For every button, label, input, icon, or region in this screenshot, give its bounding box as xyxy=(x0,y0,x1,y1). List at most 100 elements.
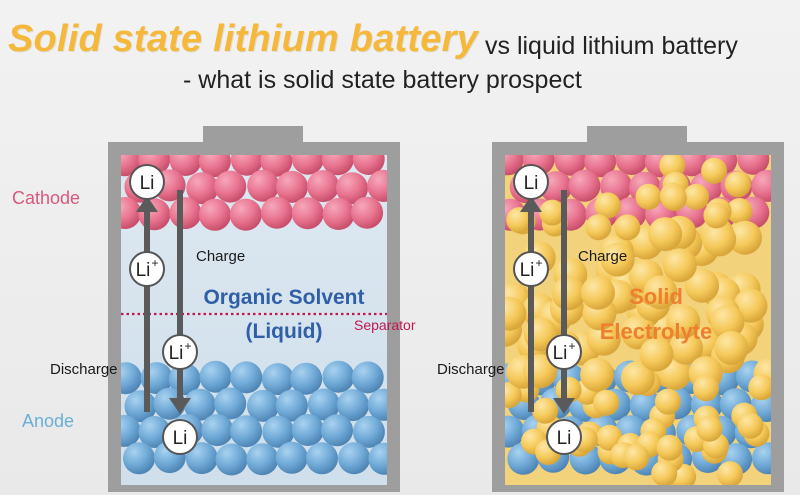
particle xyxy=(554,155,587,176)
svg-text:+: + xyxy=(535,256,542,270)
particle xyxy=(291,197,324,230)
svg-text:Li: Li xyxy=(520,260,535,281)
particle xyxy=(321,155,354,176)
liquid-anode-particles xyxy=(121,360,387,476)
particle xyxy=(737,155,770,175)
particle xyxy=(322,360,355,393)
particle xyxy=(751,169,771,202)
discharge-arrow-shaft xyxy=(528,200,534,412)
anode-label: Anode xyxy=(22,411,74,431)
particle xyxy=(505,382,522,408)
li-ion-bottom: Li xyxy=(546,419,582,455)
particle xyxy=(581,275,615,310)
particle xyxy=(669,330,703,365)
particle xyxy=(666,304,701,339)
particle xyxy=(752,442,771,475)
particle xyxy=(276,170,308,203)
li-ion-mid-left: Li + xyxy=(129,251,165,287)
solid-battery-terminal xyxy=(587,126,687,144)
discharge-arrowhead xyxy=(136,196,158,212)
title-main: Solid state lithium battery xyxy=(8,18,478,60)
li-ion-mid-left: Li + xyxy=(513,251,549,287)
svg-text:+: + xyxy=(151,256,158,270)
particle xyxy=(201,414,234,447)
particle xyxy=(121,197,142,229)
li-ion-top: Li xyxy=(513,164,549,200)
particle xyxy=(214,170,247,203)
svg-text:Li: Li xyxy=(136,260,151,281)
particle xyxy=(551,276,586,311)
svg-text:+: + xyxy=(568,339,575,353)
particle xyxy=(648,217,683,252)
liquid-battery-terminal xyxy=(203,126,303,144)
solid-label: Solid xyxy=(629,284,683,309)
particle xyxy=(322,198,355,230)
particle xyxy=(230,361,263,394)
particle xyxy=(183,388,216,421)
solid-ion-flow: Li Li + Li + Li xyxy=(513,164,582,455)
discharge-label: Discharge xyxy=(50,361,118,378)
liquid-battery xyxy=(108,126,400,492)
particle xyxy=(121,362,142,395)
particle xyxy=(168,363,201,396)
particle xyxy=(367,388,387,421)
particle xyxy=(306,442,338,475)
particle xyxy=(505,415,525,448)
particle xyxy=(215,443,248,476)
particle xyxy=(186,172,219,205)
discharge-arrow-shaft xyxy=(144,200,150,412)
particle xyxy=(261,363,294,396)
particle xyxy=(693,375,719,402)
particle xyxy=(623,444,650,471)
particle xyxy=(199,360,232,393)
particle xyxy=(568,169,601,202)
particle xyxy=(620,361,655,395)
particle xyxy=(725,171,751,198)
svg-text:+: + xyxy=(184,339,191,353)
particle xyxy=(169,155,202,176)
particle xyxy=(614,214,641,241)
particle xyxy=(198,155,231,178)
particle xyxy=(584,155,617,178)
charge-arrowhead xyxy=(553,398,575,414)
svg-text:Li: Li xyxy=(173,428,188,449)
svg-text:Li: Li xyxy=(524,173,539,194)
particle xyxy=(351,361,384,394)
particle xyxy=(351,196,384,229)
particle xyxy=(717,461,743,485)
discharge-label: Discharge xyxy=(437,361,505,378)
title-subtitle: - what is solid state battery prospect xyxy=(183,66,582,94)
title-row: Solid state lithium battery vs liquid li… xyxy=(8,18,798,118)
title-rest: vs liquid lithium battery xyxy=(485,32,738,60)
electrolyte-label: Electrolyte xyxy=(600,319,713,344)
discharge-arrowhead xyxy=(520,196,542,212)
particle xyxy=(580,357,615,392)
particle xyxy=(586,321,621,356)
charge-label: Charge xyxy=(196,248,245,265)
particle xyxy=(506,207,533,234)
particle xyxy=(247,169,280,202)
particle xyxy=(338,442,371,475)
particle xyxy=(660,184,687,211)
particle xyxy=(656,434,683,461)
particle xyxy=(737,412,764,439)
particle xyxy=(685,268,720,303)
particle xyxy=(600,242,635,277)
particle xyxy=(748,374,771,401)
li-ion-top: Li xyxy=(129,164,165,200)
particle xyxy=(121,414,141,447)
particle xyxy=(593,389,620,416)
particle xyxy=(337,389,369,422)
particle xyxy=(585,214,612,241)
particle xyxy=(262,415,295,448)
charge-arrow-shaft xyxy=(561,190,567,402)
particle xyxy=(505,296,527,331)
particle xyxy=(214,387,247,420)
svg-text:Li: Li xyxy=(557,428,572,449)
particle xyxy=(714,330,749,365)
particle xyxy=(539,199,566,226)
particle xyxy=(246,443,279,476)
li-ion-bottom: Li xyxy=(162,419,198,455)
particle xyxy=(643,275,678,310)
particle xyxy=(230,415,263,448)
